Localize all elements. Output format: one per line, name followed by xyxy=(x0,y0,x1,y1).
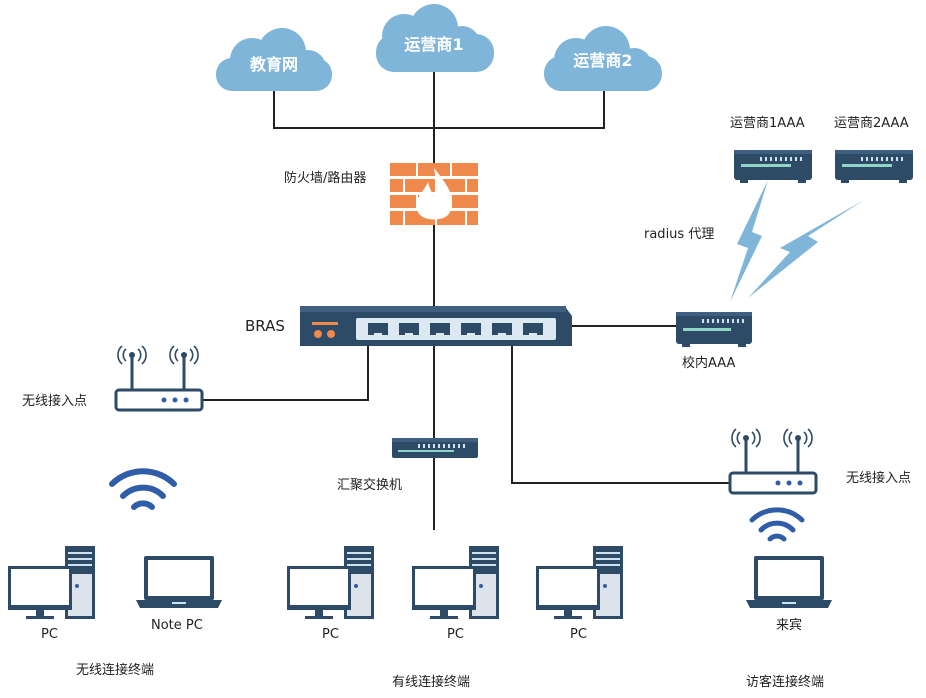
guest-label: 来宾 xyxy=(776,618,803,633)
notepc-label: Note PC xyxy=(151,618,203,633)
cloud-isp1-label: 运营商1 xyxy=(404,35,463,54)
access-point-right xyxy=(728,428,818,495)
group-wireless-label: 无线连接终端 xyxy=(76,663,155,678)
group-guest-label: 访客连接终端 xyxy=(746,675,825,690)
lightning-bolt-2-icon xyxy=(748,200,864,298)
flame-icon xyxy=(416,168,453,220)
pc-wired-3-icon xyxy=(536,546,623,619)
link-clouds-bus xyxy=(273,90,605,129)
radius-lightning-icons xyxy=(730,180,864,302)
cloud-isp2-label: 运营商2 xyxy=(573,51,632,70)
lightning-bolt-1-icon xyxy=(730,180,768,302)
pc-wired-2-label: PC xyxy=(447,627,464,642)
bras-switch xyxy=(300,306,572,346)
pc-wireless-label: PC xyxy=(41,627,58,642)
cloud-isp2: 运营商2 xyxy=(544,26,662,91)
link-bras-ap-right xyxy=(511,346,730,484)
isp2-aaa-label: 运营商2AAA xyxy=(834,116,909,131)
radius-proxy-label: radius 代理 xyxy=(644,227,715,242)
campus-aaa-server xyxy=(676,312,752,347)
isp2-aaa-server xyxy=(835,150,913,183)
wifi-signal-right-icon xyxy=(749,507,805,542)
pc-wireless-icon xyxy=(8,546,95,619)
access-point-left xyxy=(114,345,204,412)
connection-lines xyxy=(203,72,730,530)
firewall-label: 防火墙/路由器 xyxy=(284,171,367,186)
laptop-notepc-icon xyxy=(136,556,222,608)
cloud-edu-net: 教育网 xyxy=(216,28,332,91)
cloud-isp1: 运营商1 xyxy=(376,4,494,72)
link-bras-ap-left xyxy=(203,346,369,401)
ap-right-label: 无线接入点 xyxy=(846,471,912,486)
pc-wired-2-icon xyxy=(412,546,499,619)
pc-wired-1-icon xyxy=(287,546,374,619)
agg-switch-label: 汇聚交换机 xyxy=(337,478,403,493)
bras-label: BRAS xyxy=(245,317,285,335)
campus-aaa-label: 校内AAA xyxy=(682,356,736,371)
isp1-aaa-label: 运营商1AAA xyxy=(730,116,805,131)
cloud-edu-label: 教育网 xyxy=(250,55,298,74)
ap-left-label: 无线接入点 xyxy=(22,394,88,409)
pc-wired-3-label: PC xyxy=(570,627,587,642)
pc-wired-1-label: PC xyxy=(322,627,339,642)
aggregation-switch xyxy=(392,438,478,458)
group-wired-label: 有线连接终端 xyxy=(392,675,471,690)
wifi-signal-left-icon xyxy=(109,468,177,510)
firewall-icon xyxy=(390,163,478,225)
isp1-aaa-server xyxy=(734,150,812,183)
laptop-guest-icon xyxy=(746,556,832,608)
